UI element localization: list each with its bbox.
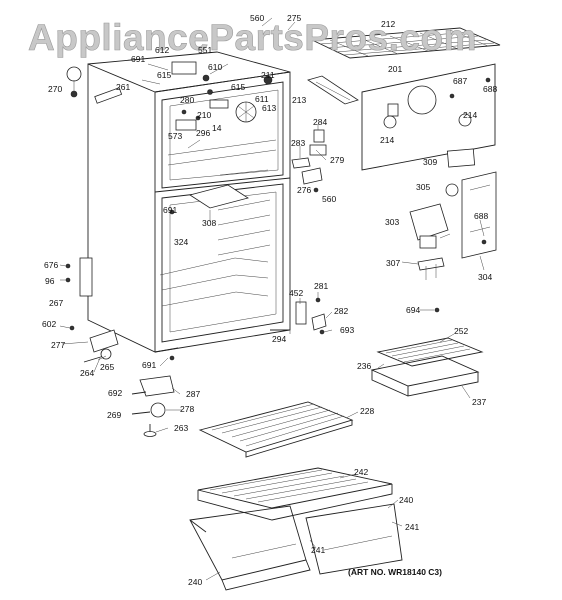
callout-label: 201 — [388, 64, 402, 74]
callout-label: 276 — [297, 185, 311, 195]
fresh-food-wire-shelf — [198, 401, 354, 458]
callout-label: 296 — [196, 128, 210, 138]
callout-label: 236 — [357, 361, 371, 371]
callout-label: 612 — [155, 45, 169, 55]
crisper-assembly-right — [370, 337, 484, 397]
callout-label: 308 — [202, 218, 216, 228]
callout-labels: 560 275 212 201 687 688 612 551 691 615 … — [42, 13, 497, 587]
callout-label: 687 — [453, 76, 467, 86]
top-wire-shelf — [307, 27, 501, 105]
callout-label: 210 — [197, 110, 211, 120]
callout-label: 212 — [381, 19, 395, 29]
art-number: (ART NO. WR18140 C3) — [348, 567, 442, 577]
callout-label: 309 — [423, 157, 437, 167]
callout-label: 214 — [463, 110, 477, 120]
callout-label: 551 — [198, 45, 212, 55]
callout-label: 613 — [262, 103, 276, 113]
callout-label: 283 — [291, 138, 305, 148]
callout-label: 305 — [416, 182, 430, 192]
callout-label: 282 — [334, 306, 348, 316]
callout-label: 691 — [163, 205, 177, 215]
callout-label: 242 — [354, 467, 368, 477]
callout-label: 691 — [131, 54, 145, 64]
callout-label: 560 — [322, 194, 336, 204]
callout-label: 560 — [250, 13, 264, 23]
callout-label: 693 — [340, 325, 354, 335]
callout-label: 265 — [100, 362, 114, 372]
callout-label: 279 — [330, 155, 344, 165]
callout-label: 278 — [180, 404, 194, 414]
callout-label: 676 — [44, 260, 58, 270]
watermark-text: AppliancePartsPros.com — [28, 17, 477, 58]
callout-label: 304 — [478, 272, 492, 282]
callout-label: 228 — [360, 406, 374, 416]
callout-label: 241 — [405, 522, 419, 532]
refrigerator-cabinet — [87, 51, 291, 353]
callout-label: 611 — [255, 94, 269, 104]
left-hardware — [65, 66, 327, 363]
leader-lines — [59, 17, 485, 581]
callout-label: 214 — [380, 135, 394, 145]
roller-assembly — [131, 375, 175, 437]
callout-label: 237 — [472, 397, 486, 407]
callout-label: 602 — [42, 319, 56, 329]
callout-label: 14 — [212, 123, 222, 133]
callout-label: 452 — [289, 288, 303, 298]
callout-label: 688 — [483, 84, 497, 94]
callout-label: 269 — [107, 410, 121, 420]
callout-label: 694 — [406, 305, 420, 315]
callout-label: 240 — [399, 495, 413, 505]
callout-label: 240 — [188, 577, 202, 587]
callout-label: 270 — [48, 84, 62, 94]
callout-label: 275 — [287, 13, 301, 23]
control-panel — [361, 63, 496, 171]
callout-label: 691 — [142, 360, 156, 370]
butter-compartment-assembly — [409, 171, 497, 313]
callout-label: 252 — [454, 326, 468, 336]
damper-hardware — [291, 129, 327, 193]
callout-label: 688 — [474, 211, 488, 221]
callout-label: 615 — [231, 82, 245, 92]
callout-label: 303 — [385, 217, 399, 227]
callout-label: 280 — [180, 95, 194, 105]
callout-label: 287 — [186, 389, 200, 399]
callout-label: 267 — [49, 298, 63, 308]
callout-label: 96 — [45, 276, 55, 286]
callout-label: 241 — [311, 545, 325, 555]
callout-label: 284 — [313, 117, 327, 127]
callout-label: 263 — [174, 423, 188, 433]
callout-label: 294 — [272, 334, 286, 344]
callout-label: 213 — [292, 95, 306, 105]
callout-label: 264 — [80, 368, 94, 378]
callout-label: 261 — [116, 82, 130, 92]
callout-label: 307 — [386, 258, 400, 268]
callout-label: 573 — [168, 131, 182, 141]
callout-label: 692 — [108, 388, 122, 398]
callout-label: 615 — [157, 70, 171, 80]
crisper-cover-glass — [197, 467, 393, 521]
callout-label: 610 — [208, 62, 222, 72]
callout-label: 277 — [51, 340, 65, 350]
crisper-pans — [189, 503, 403, 591]
callout-label: 211 — [261, 70, 275, 80]
callout-label: 281 — [314, 281, 328, 291]
callout-label: 324 — [174, 237, 188, 247]
